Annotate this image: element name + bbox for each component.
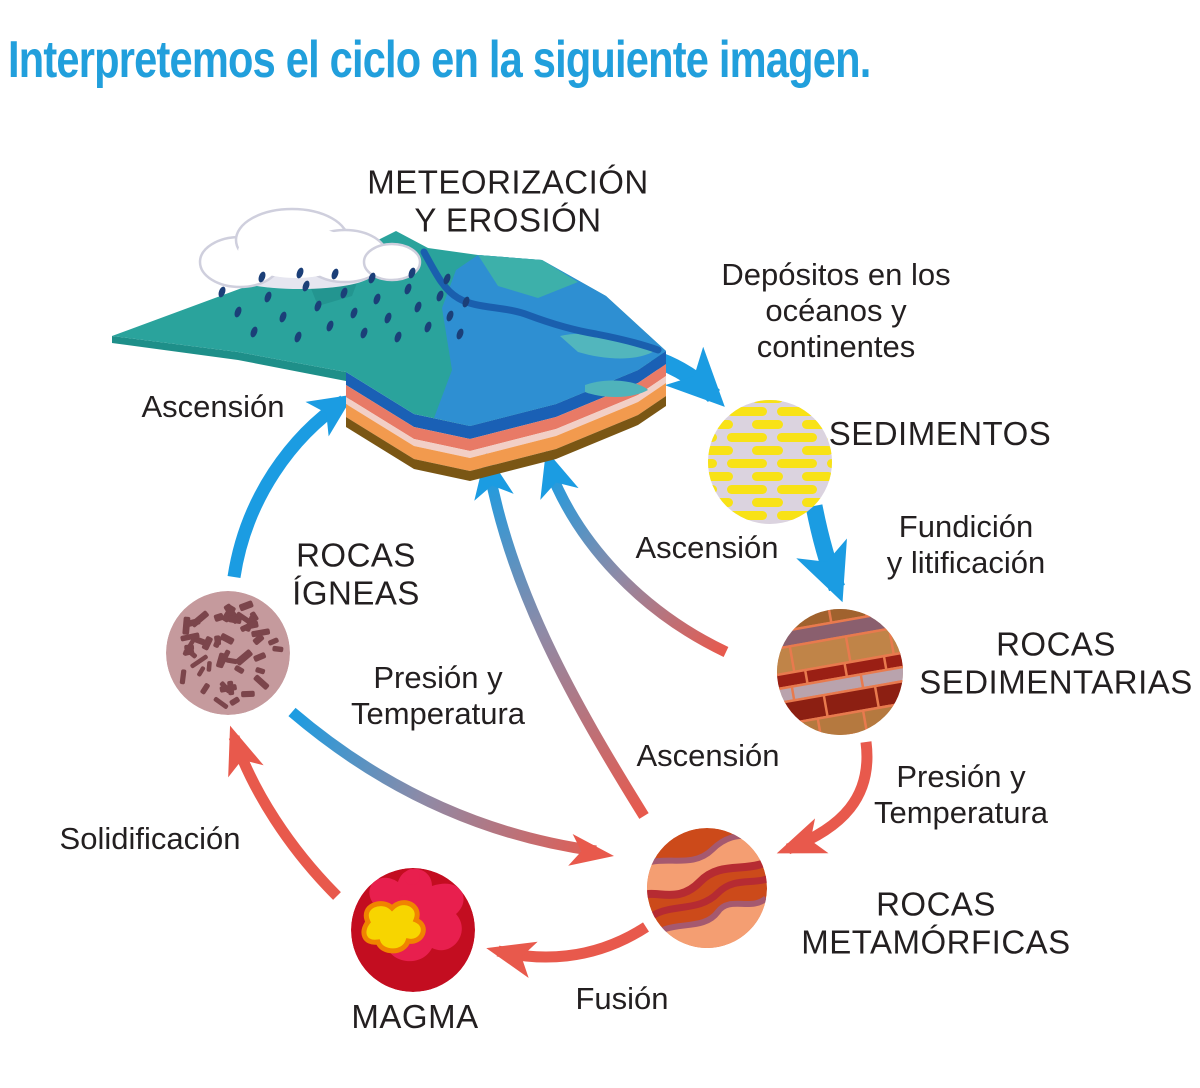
node-rocas-igneas-circle (166, 591, 290, 715)
ocean-shallow-2 (585, 380, 648, 397)
arrow-sediments-to-sedimentary (796, 504, 847, 603)
arrow-igneous-to-metamorphic (288, 707, 597, 857)
arrowhead-sedimentary-to-surface (540, 450, 579, 500)
label-presion-temperatura-left: Presión y Temperatura (350, 660, 526, 731)
rain-cloud-icon (198, 207, 422, 289)
label-ascension-center: Ascensión (635, 530, 779, 566)
node-sedimentos-circle (708, 400, 832, 524)
node-magma-circle (351, 868, 475, 992)
label-meteorizacion-erosion: METEORIZACIÓN Y EROSIÓN (367, 163, 649, 239)
label-fusion: Fusión (575, 981, 669, 1017)
label-rocas-igneas: ROCAS ÍGNEAS (292, 536, 420, 612)
label-ascension-bottom: Ascensión (636, 738, 780, 774)
rain-drops (218, 267, 470, 343)
landmass-illustration (112, 207, 666, 481)
label-depositos: Depósitos en los océanos y continentes (721, 257, 951, 364)
arrow-sedimentary-to-surface (543, 466, 729, 657)
cycle-arrows (227, 346, 873, 978)
arrow-magma-to-igneous (228, 725, 341, 900)
arrow-sedimentary-to-metamorphic (776, 741, 873, 855)
ocean (434, 255, 666, 426)
ocean-shallow-1 (560, 333, 656, 359)
arrow-igneous-to-surface (227, 394, 354, 578)
label-magma: MAGMA (351, 997, 479, 1035)
label-ascension-left: Ascensión (141, 389, 285, 425)
label-rocas-sedimentarias: ROCAS SEDIMENTARIAS (919, 625, 1193, 701)
igneous-speckles (179, 600, 284, 709)
landmass-strata (346, 351, 666, 481)
label-sedimentos: SEDIMENTOS (828, 414, 1052, 452)
page-title: Interpretemos el ciclo en la siguiente i… (8, 31, 871, 89)
label-rocas-metamorficas: ROCAS METAMÓRFICAS (801, 885, 1071, 961)
label-solidificacion: Solidificación (59, 821, 241, 857)
arrow-metamorphic-to-magma (486, 922, 649, 978)
node-rocas-sedimentarias-circle (777, 609, 903, 735)
arrow-metamorphic-to-surface (483, 468, 649, 819)
node-rocas-metamorficas-circle (647, 828, 767, 948)
ocean-shore-tongue (478, 255, 578, 298)
label-fundicion-litificacion: Fundición y litificación (886, 509, 1046, 580)
landmass-left-edge (112, 336, 346, 381)
label-presion-temperatura-right: Presión y Temperatura (873, 759, 1049, 830)
arrowhead-igneous-to-metamorphic (568, 834, 614, 866)
river (420, 248, 662, 354)
